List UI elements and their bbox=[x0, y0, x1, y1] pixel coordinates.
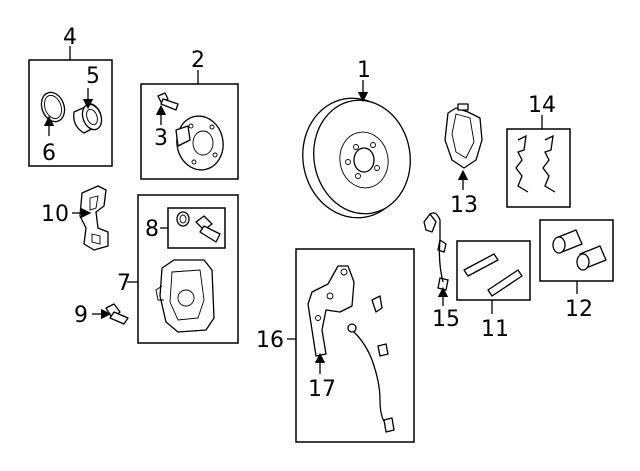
clip-box bbox=[506, 128, 571, 208]
bushing-lower bbox=[576, 245, 607, 271]
guide-pin-boot bbox=[176, 211, 190, 227]
bushing-kit-group bbox=[539, 219, 614, 294]
brake-rotor bbox=[302, 97, 411, 219]
brake-pad bbox=[444, 103, 483, 169]
callout-10: 10 bbox=[41, 202, 69, 227]
callout-2: 2 bbox=[191, 48, 205, 73]
brake-caliper bbox=[155, 259, 215, 333]
callout-13: 13 bbox=[450, 193, 478, 218]
sensor-clip bbox=[371, 295, 383, 313]
caliper-bolt bbox=[105, 303, 129, 325]
callout-14: 14 bbox=[528, 93, 556, 118]
snap-ring bbox=[40, 91, 66, 123]
callout-15: 15 bbox=[432, 307, 460, 332]
callout-4: 4 bbox=[63, 25, 77, 50]
guide-pin-lower bbox=[487, 269, 523, 297]
bearing-group bbox=[28, 46, 113, 167]
splash-shield-bracket bbox=[307, 265, 355, 357]
wheel-bearing bbox=[73, 103, 103, 134]
wheel-stud bbox=[157, 92, 179, 111]
callout-9: 9 bbox=[74, 303, 88, 328]
abs-sensor bbox=[347, 323, 395, 433]
caliper-box bbox=[137, 194, 239, 344]
brake-hose bbox=[423, 212, 449, 291]
callout-8: 8 bbox=[145, 217, 159, 242]
callout-5: 5 bbox=[86, 64, 100, 89]
sensor-box bbox=[295, 248, 415, 443]
clip-group bbox=[506, 115, 571, 208]
guide-pin-bolt bbox=[195, 215, 221, 243]
hub-group bbox=[140, 70, 239, 180]
callout-7: 7 bbox=[117, 271, 131, 296]
hub-box bbox=[140, 83, 239, 180]
pin-kit-box bbox=[456, 240, 531, 301]
guide-pin-upper bbox=[463, 253, 499, 277]
callout-16: 16 bbox=[256, 328, 284, 353]
caliper-bracket bbox=[79, 185, 109, 251]
callout-3: 3 bbox=[154, 126, 168, 151]
callout-12: 12 bbox=[565, 297, 593, 322]
wheel-hub bbox=[175, 115, 224, 171]
guide-pin-kit-group bbox=[456, 240, 531, 314]
bushing-upper bbox=[552, 229, 583, 254]
callout-6: 6 bbox=[42, 141, 56, 166]
anti-rattle-clip-left bbox=[515, 134, 529, 193]
callout-1: 1 bbox=[357, 58, 371, 83]
sensor-group bbox=[287, 248, 415, 443]
anti-rattle-clip-right bbox=[542, 134, 556, 193]
callout-17: 17 bbox=[308, 377, 336, 402]
callout-11: 11 bbox=[481, 317, 509, 342]
caliper-group bbox=[127, 194, 239, 344]
